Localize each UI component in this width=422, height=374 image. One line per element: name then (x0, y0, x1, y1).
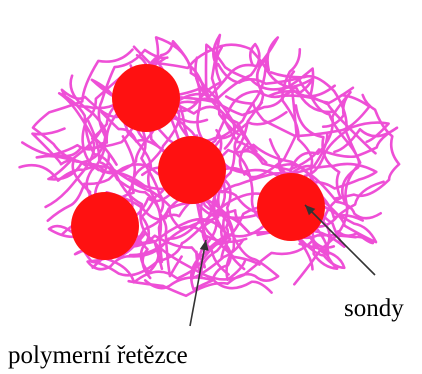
polymer-chains-label: polymerní řetězce (8, 343, 188, 368)
probes-label: sondy (344, 296, 404, 321)
probe-sphere (71, 192, 139, 260)
probe-sphere (257, 173, 325, 241)
probe-sphere (112, 64, 180, 132)
probe-sphere (158, 136, 226, 204)
